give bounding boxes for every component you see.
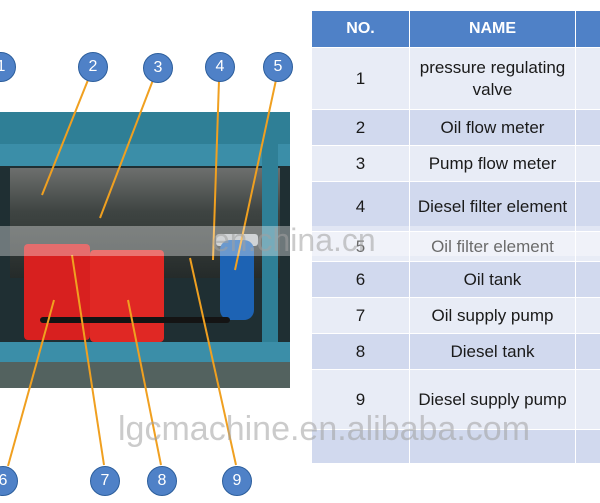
cell-name bbox=[409, 429, 576, 464]
cell-no bbox=[311, 429, 410, 464]
cell-no: 3 bbox=[311, 145, 410, 182]
filter-element-shape bbox=[220, 240, 254, 320]
cell-no: 4 bbox=[311, 181, 410, 232]
watermark-band bbox=[0, 226, 600, 256]
cell-no: 2 bbox=[311, 109, 410, 146]
cell-name: Diesel filter element bbox=[409, 181, 576, 232]
table-row: 1 pressure regulating valve bbox=[311, 47, 600, 110]
cell-name: Oil filter element bbox=[409, 231, 576, 262]
table-row: 9 Diesel supply pump bbox=[311, 369, 600, 430]
cell-extra bbox=[575, 145, 600, 182]
header-name: NAME bbox=[409, 10, 576, 48]
callout-8: 8 bbox=[147, 466, 177, 496]
cell-name: Oil supply pump bbox=[409, 297, 576, 334]
cell-no: 7 bbox=[311, 297, 410, 334]
oil-tank-shape bbox=[24, 244, 90, 340]
callout-5: 5 bbox=[263, 52, 293, 82]
cell-name: pressure regulating valve bbox=[409, 47, 576, 110]
cell-extra bbox=[575, 261, 600, 298]
cell-extra bbox=[575, 333, 600, 370]
cell-extra bbox=[575, 369, 600, 430]
header-no: NO. bbox=[311, 10, 410, 48]
cell-name: Diesel supply pump bbox=[409, 369, 576, 430]
watermark-center: en.china.cn bbox=[212, 222, 376, 258]
callout-3: 3 bbox=[143, 53, 173, 83]
table-row bbox=[311, 429, 600, 464]
cell-name: Pump flow meter bbox=[409, 145, 576, 182]
table-row: 2 Oil flow meter bbox=[311, 109, 600, 146]
parts-table: NO. NAME 1 pressure regulating valve 2 O… bbox=[311, 10, 600, 464]
table-row: 4 Diesel filter element bbox=[311, 181, 600, 232]
callout-7: 7 bbox=[90, 466, 120, 496]
table-row: 8 Diesel tank bbox=[311, 333, 600, 370]
table-row: 6 Oil tank bbox=[311, 261, 600, 298]
table-row: 3 Pump flow meter bbox=[311, 145, 600, 182]
cell-no: 1 bbox=[311, 47, 410, 110]
cell-no: 8 bbox=[311, 333, 410, 370]
callout-9: 9 bbox=[222, 466, 252, 496]
callout-leader-lines bbox=[7, 79, 277, 467]
machine-photo bbox=[0, 112, 290, 388]
cell-extra bbox=[575, 47, 600, 110]
cell-extra bbox=[575, 181, 600, 232]
cell-no: 6 bbox=[311, 261, 410, 298]
watermark-bottom: lgcmachine.en.alibaba.com bbox=[118, 410, 531, 448]
header-extra bbox=[575, 10, 600, 48]
cell-extra bbox=[575, 429, 600, 464]
frame-right-post bbox=[262, 142, 278, 388]
callout-4: 4 bbox=[205, 52, 235, 82]
frame-bottom-beam bbox=[0, 342, 290, 362]
cell-name: Oil flow meter bbox=[409, 109, 576, 146]
frame-top-beam bbox=[0, 112, 290, 144]
cell-extra bbox=[575, 109, 600, 146]
cell-name: Oil tank bbox=[409, 261, 576, 298]
diesel-tank-shape bbox=[90, 250, 164, 342]
callout-2: 2 bbox=[78, 52, 108, 82]
table-row: 7 Oil supply pump bbox=[311, 297, 600, 334]
cell-no: 5 bbox=[311, 231, 410, 262]
cell-extra bbox=[575, 297, 600, 334]
cell-no: 9 bbox=[311, 369, 410, 430]
table-row: 5 Oil filter element bbox=[311, 231, 600, 262]
cell-extra bbox=[575, 231, 600, 262]
cell-name: Diesel tank bbox=[409, 333, 576, 370]
table-header-row: NO. NAME bbox=[311, 10, 600, 48]
pipe bbox=[40, 317, 230, 323]
